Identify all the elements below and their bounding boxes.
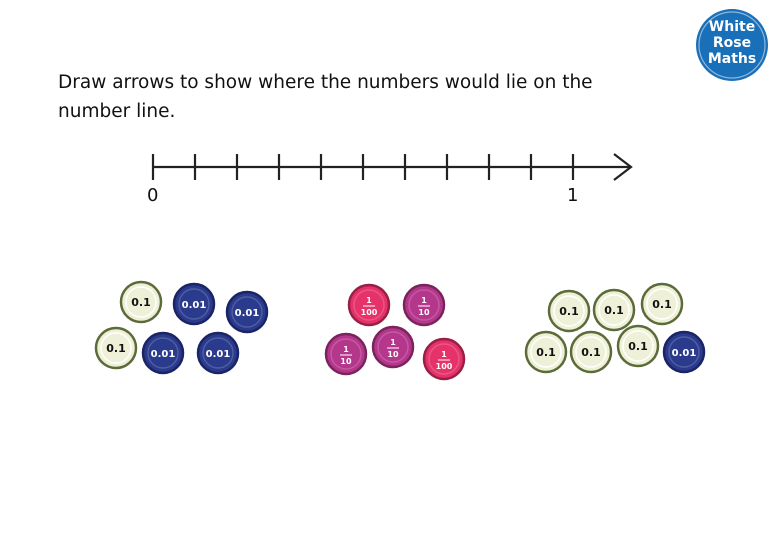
fraction-denominator: 100 (361, 308, 378, 317)
counter-hundredth: 0.01 (225, 290, 269, 334)
counter-label: 0.1 (106, 342, 126, 355)
counter-hundredth: 0.01 (172, 282, 216, 326)
fraction-numerator: 1 (390, 338, 396, 347)
number-line (151, 153, 633, 181)
logo-text: White Rose Maths (695, 19, 769, 67)
counter-frac-tenth: 110 (324, 332, 368, 376)
fraction-numerator: 1 (421, 296, 427, 305)
counter-label: 0.1 (131, 296, 151, 309)
fraction-denominator: 10 (340, 357, 352, 366)
counter-label: 0.01 (151, 349, 176, 360)
counter-label: 0.01 (206, 349, 231, 360)
logo-line-3: Maths (707, 51, 757, 67)
counter-label: 0.01 (182, 300, 207, 311)
logo-line-2: Rose (712, 35, 752, 51)
counter-label: 0.1 (604, 304, 624, 317)
fraction-numerator: 1 (366, 296, 372, 305)
logo-line-1: White (708, 19, 756, 35)
counter-label: 0.01 (235, 308, 260, 319)
counter-hundredth: 0.01 (662, 330, 706, 374)
counter-tenth: 0.1 (592, 288, 636, 332)
number-line-arrowhead (613, 153, 633, 181)
counter-label: 0.1 (559, 305, 579, 318)
counter-hundredth: 0.01 (141, 331, 185, 375)
counter-tenth: 0.1 (119, 280, 163, 324)
counter-frac-tenth: 110 (371, 325, 415, 369)
white-rose-maths-logo: White Rose Maths (695, 8, 769, 82)
fraction-numerator: 1 (343, 345, 349, 354)
number-line-label-end: 1 (567, 185, 579, 206)
counter-tenth: 0.1 (616, 324, 660, 368)
counter-tenth: 0.1 (640, 282, 684, 326)
logo-badge (696, 9, 768, 81)
counter-tenth: 0.1 (94, 326, 138, 370)
counter-label: 0.1 (652, 298, 672, 311)
number-line-label-start: 0 (147, 185, 159, 206)
counter-label: 0.01 (672, 348, 697, 359)
fraction-numerator: 1 (441, 350, 447, 359)
fraction-denominator: 10 (418, 308, 430, 317)
counter-tenth: 0.1 (569, 330, 613, 374)
fraction-denominator: 100 (436, 362, 453, 371)
question-text: Draw arrows to show where the numbers wo… (58, 72, 593, 122)
counter-frac-tenth: 110 (402, 283, 446, 327)
counter-label: 0.1 (536, 346, 556, 359)
fraction-denominator: 10 (387, 350, 399, 359)
counter-label: 0.1 (628, 340, 648, 353)
counter-label: 0.1 (581, 346, 601, 359)
counter-tenth: 0.1 (524, 330, 568, 374)
counter-hundredth: 0.01 (196, 331, 240, 375)
counter-tenth: 0.1 (547, 289, 591, 333)
